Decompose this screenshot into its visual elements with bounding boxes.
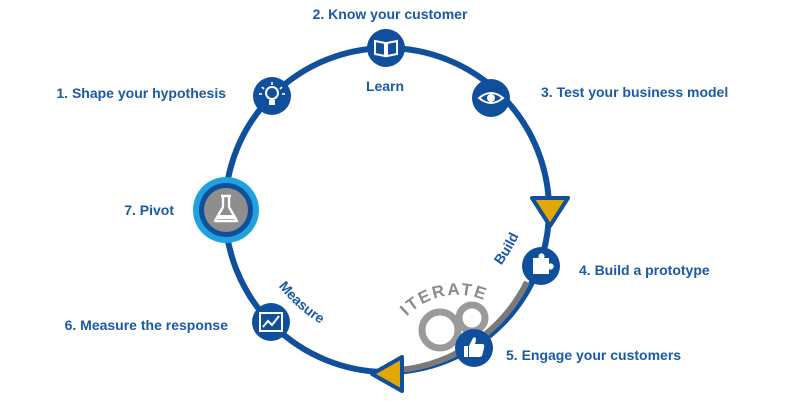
- chart-icon: [252, 303, 290, 341]
- lightbulb-icon: [253, 77, 291, 115]
- step-label: 1. Shape your hypothesis: [56, 85, 226, 101]
- book-icon: [367, 29, 405, 67]
- step-label: 6. Measure the response: [65, 317, 229, 333]
- step-label: 4. Build a prototype: [579, 262, 710, 278]
- phase-label-learn: Learn: [366, 78, 404, 94]
- phase-label-build-text: Build: [490, 230, 521, 268]
- arrowhead-right: [530, 196, 570, 228]
- step-label: 2. Know your customer: [313, 6, 468, 22]
- eye-icon: [472, 79, 510, 117]
- arrowhead-bottom: [370, 355, 404, 393]
- step-label: 5. Engage your customers: [506, 347, 681, 363]
- step-label: 7. Pivot: [124, 202, 174, 218]
- step-label: 3. Test your business model: [541, 84, 728, 100]
- thumbs-up-icon: [455, 329, 493, 367]
- puzzle-icon: [522, 247, 560, 285]
- phase-label-build: Build: [490, 230, 521, 268]
- flask-icon: [193, 177, 259, 243]
